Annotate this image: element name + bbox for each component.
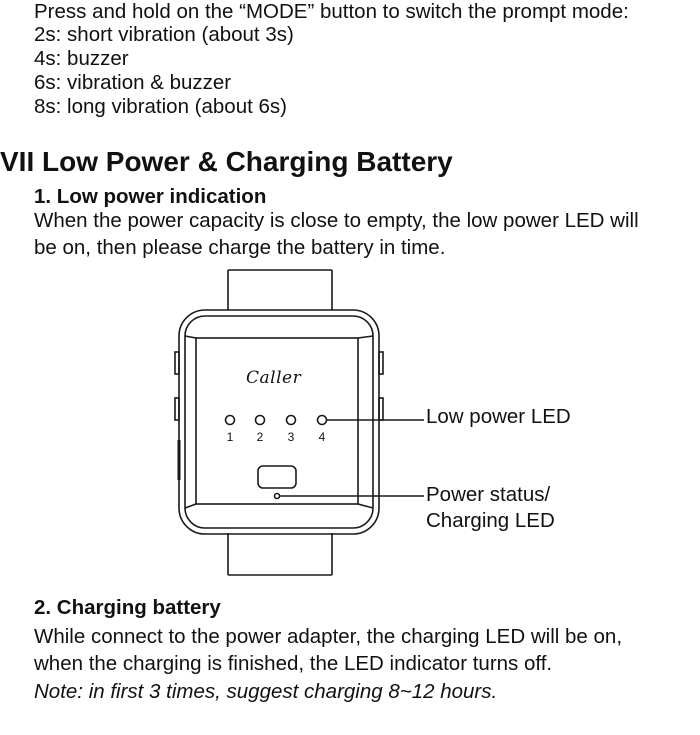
mode-option-8s: 8s: long vibration (about 6s): [34, 95, 287, 118]
mode-button-icon: [257, 465, 297, 489]
charging-led-icon: [273, 492, 281, 500]
charging-text-1: While connect to the power adapter, the …: [34, 625, 623, 648]
side-button-right-1: [378, 351, 384, 375]
side-button-left-1: [174, 351, 180, 375]
device-face: [195, 337, 359, 505]
device-bezel: [184, 315, 374, 529]
charging-heading: 2. Charging battery: [34, 596, 221, 619]
top-strap: [227, 269, 333, 310]
low-power-text-1: When the power capacity is close to empt…: [34, 209, 639, 232]
led-number-3: 3: [287, 430, 295, 444]
callout-charging-line-2: Charging LED: [426, 509, 555, 532]
charging-text-2: when the charging is finished, the LED i…: [34, 652, 553, 675]
section-title: VII Low Power & Charging Battery: [0, 146, 453, 177]
low-power-text-2: be on, then please charge the battery in…: [34, 236, 446, 259]
led-number-1: 1: [226, 430, 234, 444]
side-button-left-2: [174, 397, 180, 421]
charging-note: Note: in first 3 times, suggest charging…: [34, 680, 498, 703]
led-3-icon: [285, 414, 297, 426]
led-4-icon: [316, 414, 328, 426]
device-body: [178, 309, 380, 535]
callout-low-power-led: Low power LED: [426, 405, 571, 428]
led-number-4: 4: [318, 430, 326, 444]
bottom-strap: [227, 533, 333, 576]
low-power-heading: 1. Low power indication: [34, 185, 267, 208]
callout-charging-line-1: Power status/: [426, 483, 551, 506]
led-2-icon: [254, 414, 266, 426]
mode-option-6s: 6s: vibration & buzzer: [34, 71, 232, 94]
mode-instruction: Press and hold on the “MODE” button to s…: [34, 0, 629, 23]
mode-option-4s: 4s: buzzer: [34, 47, 129, 70]
led-1-icon: [224, 414, 236, 426]
mode-option-2s: 2s: short vibration (about 3s): [34, 23, 294, 46]
side-button-right-2: [378, 397, 384, 421]
led-number-2: 2: [256, 430, 264, 444]
device-brand-logo: Caller: [246, 368, 302, 388]
callout-charging-led: Power status/ Charging LED: [426, 482, 555, 534]
